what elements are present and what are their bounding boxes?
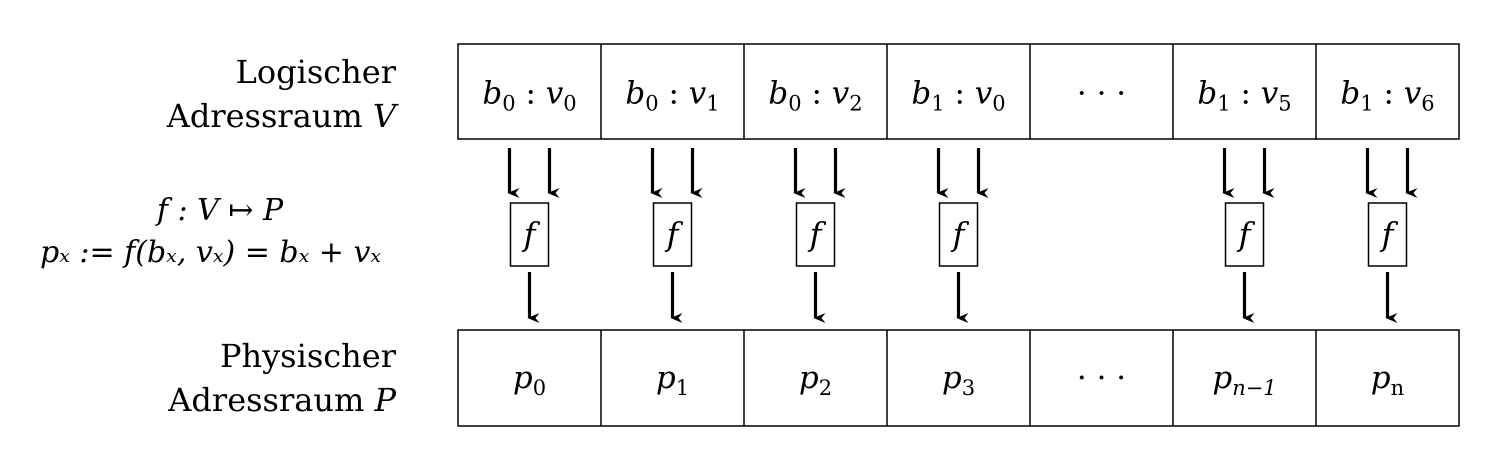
function-box bbox=[795, 202, 836, 267]
function-mapping-column: f bbox=[1222, 148, 1275, 323]
function-box bbox=[509, 202, 550, 267]
physical-row-frame bbox=[457, 329, 1460, 427]
function-box bbox=[1224, 202, 1265, 267]
physical-label-line1: Physischer bbox=[219, 337, 396, 375]
function-box bbox=[938, 202, 979, 267]
logical-row-frame bbox=[457, 43, 1460, 140]
physical-cell-ellipsis: · · · bbox=[1077, 360, 1126, 396]
function-mapping-line: f : V ↦ P bbox=[156, 193, 284, 228]
physical-address-space-label: Physischer Adressraum P bbox=[60, 334, 396, 422]
logical-label-line2: Adressraum bbox=[166, 97, 363, 135]
function-mapping-column: f bbox=[507, 148, 560, 323]
physical-cell-address: pn−1 bbox=[1212, 360, 1276, 400]
logical-cell-ellipsis: · · · bbox=[1077, 76, 1126, 112]
physical-cell-address: p2 bbox=[799, 360, 832, 400]
physical-label-line2-wrap: Adressraum P bbox=[60, 378, 396, 422]
function-box bbox=[1367, 202, 1408, 267]
logical-cell-address: b0 : v2 bbox=[768, 76, 862, 116]
physical-address-row: p0 p1 p2 p3 · · · pn−1 pn bbox=[457, 329, 1460, 427]
physical-label-var: P bbox=[374, 381, 396, 419]
function-mapping-formula: f : V ↦ P pₓ := f(bₓ, vₓ) = bₓ + vₓ bbox=[40, 190, 400, 274]
logical-address-row: b0 : v0 b0 : v1 b0 : v2 b1 : v0 · · · b1 : v5… bbox=[457, 43, 1460, 140]
function-mapping-column: f bbox=[936, 148, 989, 323]
physical-cell-address: p3 bbox=[942, 360, 975, 400]
function-box bbox=[652, 202, 693, 267]
physical-cell-address: p0 bbox=[513, 360, 546, 400]
logical-address-space-label: Logischer Adressraum V bbox=[60, 50, 396, 138]
function-mapping-column: f bbox=[650, 148, 703, 323]
function-mapping-column: f bbox=[793, 148, 846, 323]
logical-cell-address: b0 : v1 bbox=[625, 76, 719, 116]
function-mapping-column: f bbox=[1365, 148, 1418, 323]
physical-label-line2: Adressraum bbox=[168, 381, 365, 419]
logical-cell-address: b1 : v0 bbox=[911, 76, 1005, 116]
logical-label-line2-wrap: Adressraum V bbox=[60, 94, 396, 138]
logical-label-line1: Logischer bbox=[235, 53, 396, 91]
physical-cell-address: p1 bbox=[656, 360, 689, 400]
function-definition-line: pₓ := f(bₓ, vₓ) = bₓ + vₓ bbox=[40, 235, 382, 270]
physical-cell-address: pn bbox=[1371, 360, 1404, 400]
logical-cell-address: b0 : v0 bbox=[482, 76, 576, 116]
logical-label-var: V bbox=[372, 97, 396, 135]
logical-cell-address: b1 : v5 bbox=[1197, 76, 1291, 116]
logical-cell-address: b1 : v6 bbox=[1340, 76, 1434, 116]
